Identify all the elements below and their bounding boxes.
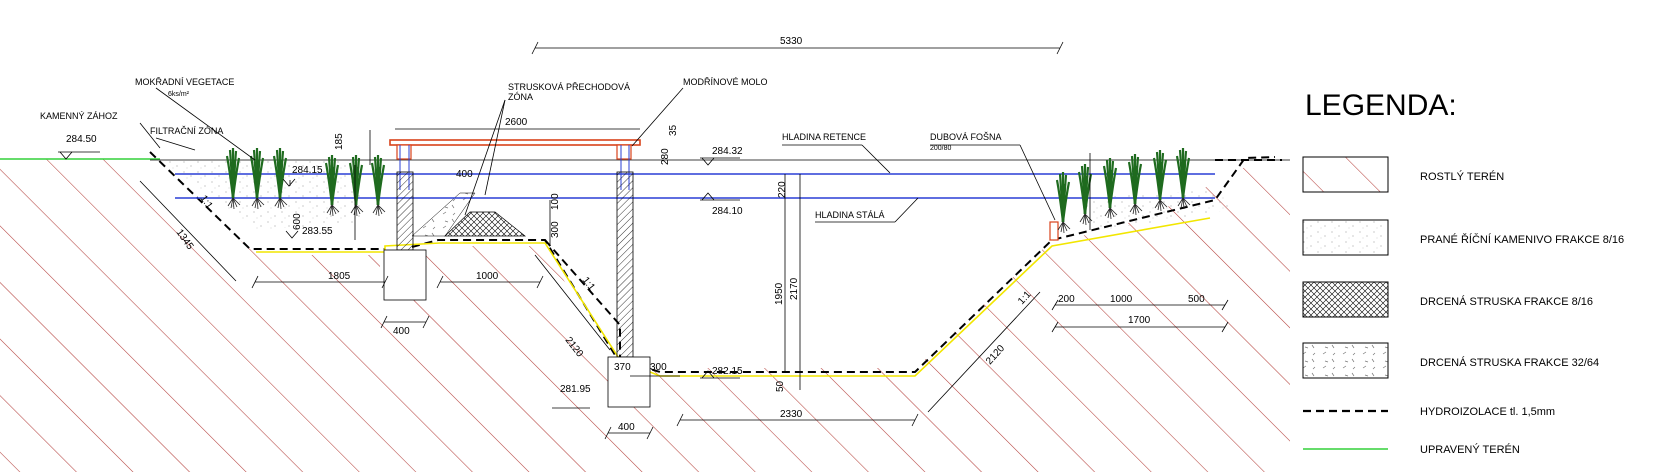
drawing-labels: 5330 2600 185 35 280 400 600 300 100 134… [40, 36, 1205, 433]
geotextile-line [256, 217, 1211, 377]
plant-icon [1175, 148, 1191, 210]
dim-1950: 1950 [774, 282, 785, 305]
elev-28410: 284.10 [712, 206, 743, 217]
legend: LEGENDA: ROSTLÝ TERÉN PRANÉ ŘÍČNÍ KAMENI… [1302, 89, 1624, 456]
dim-300: 300 [550, 221, 561, 238]
gravel-fill-right [1080, 190, 1230, 232]
elev-28215: 282.15 [712, 366, 743, 377]
dim-2170: 2170 [789, 277, 800, 300]
dim-300-bottom: 300 [650, 362, 667, 373]
slag-32-64-fill [411, 192, 476, 237]
dim-2600: 2600 [505, 117, 528, 128]
label-oak-plank: DUBOVÁ FOŠNA [930, 132, 1002, 142]
legend-title: LEGENDA: [1305, 89, 1457, 122]
slope-mid: 1:1 [580, 275, 597, 293]
legend-swatch-slag-8-16 [1302, 281, 1389, 318]
label-slag-zone-2: ZÓNA [508, 92, 533, 102]
elevation-markers [58, 151, 740, 379]
hydroisolation-right [544, 156, 1276, 373]
plant-icon [249, 148, 265, 210]
legend-label-hydroisolation: HYDROIZOLACE tl. 1,5mm [1420, 406, 1555, 418]
dim-500: 500 [1188, 294, 1205, 305]
column-left [396, 171, 414, 251]
plant-icon [1127, 154, 1143, 216]
dim-400-top: 400 [456, 169, 473, 180]
gravel-fill-left [160, 161, 362, 230]
dim-1700: 1700 [1128, 315, 1151, 326]
label-filter-zone: FILTRAČNÍ ZÓNA [150, 126, 223, 136]
plant-icon [1102, 158, 1118, 220]
dim-1000-left: 1000 [476, 271, 499, 282]
dimension-lines [139, 41, 1229, 440]
hydroisolation-left [149, 151, 385, 250]
legend-label-slag-32-64: DRCENÁ STRUSKA FRAKCE 32/64 [1420, 356, 1599, 369]
foundation-left [383, 249, 427, 301]
dim-2330: 2330 [780, 409, 803, 420]
dim-35: 35 [668, 124, 679, 136]
plant-icon [1055, 172, 1071, 234]
legend-label-natural-terrain: ROSTLÝ TERÉN [1420, 170, 1504, 183]
plant-icon [348, 155, 364, 217]
plant-icon [272, 148, 288, 210]
plant-icon [324, 155, 340, 217]
legend-swatch-natural-terrain [1302, 156, 1389, 193]
label-permanent-level: HLADINA STÁLÁ [815, 210, 885, 220]
label-wetland-vegetation: MOKŘADNÍ VEGETACE [135, 77, 234, 87]
label-wetland-density: 6ks/m² [168, 91, 190, 98]
label-stone-riprap: KAMENNÝ ZÁHOZ [40, 111, 118, 121]
plant-icon [1152, 150, 1168, 212]
dim-50: 50 [775, 380, 786, 392]
foundation-right [607, 356, 651, 408]
dim-600: 600 [292, 213, 303, 230]
dim-400-left: 400 [393, 326, 410, 337]
legend-label-slag-8-16: DRCENÁ STRUSKA FRAKCE 8/16 [1420, 295, 1593, 308]
plant-icon [1077, 164, 1093, 226]
elev-28195: 281.95 [560, 384, 591, 395]
legend-label-river-gravel: PRANÉ ŘÍČNÍ KAMENIVO FRAKCE 8/16 [1420, 233, 1624, 246]
dim-1000-right: 1000 [1110, 294, 1133, 305]
elev-28355: 283.55 [302, 226, 333, 237]
dim-400-bottom: 400 [618, 422, 635, 433]
dim-200: 200 [1058, 294, 1075, 305]
elev-28450: 284.50 [66, 134, 97, 145]
dim-220: 220 [777, 181, 788, 198]
natural-terrain [0, 159, 1290, 472]
dim-100: 100 [550, 193, 561, 210]
label-retention-level: HLADINA RETENCE [782, 132, 866, 142]
slag-8-16-fill [444, 211, 526, 237]
elev-28415: 284.15 [292, 165, 323, 176]
larch-pier [389, 139, 641, 190]
legend-swatch-slag-32-64 [1302, 342, 1389, 379]
elev-28432: 284.32 [712, 146, 743, 157]
label-slag-zone-1: STRUSKOVÁ PŘECHODOVÁ [508, 82, 630, 92]
oak-plank [1049, 221, 1059, 241]
plant-icon [225, 148, 241, 210]
legend-swatch-river-gravel [1302, 219, 1389, 256]
dim-5330: 5330 [780, 36, 803, 47]
legend-label-finished-terrain: UPRAVENÝ TERÉN [1420, 443, 1520, 456]
dim-185: 185 [334, 133, 345, 150]
label-larch-pier: MODŘÍNOVÉ MOLO [683, 77, 768, 87]
dim-370: 370 [614, 362, 631, 373]
dim-280: 280 [660, 148, 671, 165]
dim-1805: 1805 [328, 271, 351, 282]
label-oak-plank-size: 200/80 [930, 145, 952, 152]
plant-icon [370, 155, 386, 217]
wetland-plants [225, 148, 1191, 234]
column-right [616, 171, 634, 358]
